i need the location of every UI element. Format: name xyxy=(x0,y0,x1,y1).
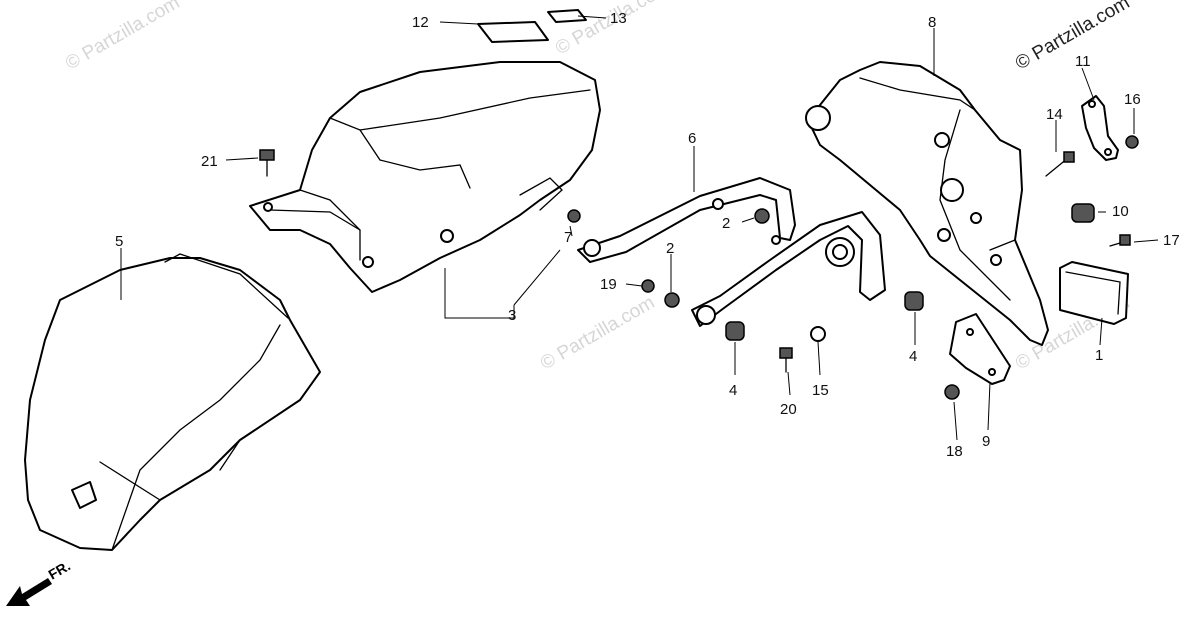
callout-11: 11 xyxy=(1075,53,1091,70)
callout-21: 21 xyxy=(201,153,218,170)
part-18-nut xyxy=(944,384,960,400)
part-8-rear-bracket xyxy=(805,61,1049,346)
callout-3: 3 xyxy=(508,307,516,324)
front-indicator: FR. xyxy=(6,557,73,606)
callout-8: 8 xyxy=(928,14,936,31)
callout-1: 1 xyxy=(1095,347,1103,364)
part-4-grommet xyxy=(725,321,745,341)
watermark: © Partzilla.com xyxy=(552,0,673,59)
callout-7: 7 xyxy=(564,229,572,246)
part-21-bolt xyxy=(259,149,275,161)
watermark: © Partzilla.com xyxy=(62,0,183,74)
part-7-nut xyxy=(567,209,581,223)
part-3-seat-cowl xyxy=(249,61,601,293)
callout-2: 2 xyxy=(722,215,730,232)
part-14-screw xyxy=(1063,151,1075,163)
part-17-screw xyxy=(1119,234,1131,246)
part-10-rubber xyxy=(1071,203,1095,223)
callout-17: 17 xyxy=(1163,232,1180,249)
part-15-washer xyxy=(810,326,826,342)
callout-20: 20 xyxy=(780,401,797,418)
callout-4: 4 xyxy=(909,348,917,365)
callout-19: 19 xyxy=(600,276,617,293)
front-arrow-icon xyxy=(6,578,52,606)
callout-6: 6 xyxy=(688,130,696,147)
callout-14: 14 xyxy=(1046,106,1063,123)
callout-9: 9 xyxy=(982,433,990,450)
callout-15: 15 xyxy=(812,382,829,399)
part-11-bracket xyxy=(1081,95,1119,161)
front-label: FR. xyxy=(46,557,74,582)
part-4-grommet xyxy=(904,291,924,311)
watermark: © Partzilla.com xyxy=(537,292,658,374)
part-16-nut xyxy=(1125,135,1139,149)
part-13-label-plate xyxy=(547,9,587,23)
callout-4: 4 xyxy=(729,382,737,399)
part-12-label-plate xyxy=(477,21,549,43)
part-19-nut xyxy=(641,279,655,293)
callout-16: 16 xyxy=(1124,91,1141,108)
part-2-collar xyxy=(754,208,770,224)
part-1-reflector xyxy=(1059,261,1129,325)
hardware xyxy=(259,135,1139,400)
callout-5: 5 xyxy=(115,233,123,250)
watermark: © Partzilla.com xyxy=(1012,0,1133,74)
part-20-bolt xyxy=(779,347,793,359)
part-2-collar xyxy=(664,292,680,308)
part-9-license-bracket xyxy=(949,313,1011,385)
callout-12: 12 xyxy=(412,14,429,31)
callout-13: 13 xyxy=(610,10,627,27)
part-6-bracket xyxy=(577,177,886,327)
callout-10: 10 xyxy=(1112,203,1129,220)
callout-18: 18 xyxy=(946,443,963,460)
callout-labels: 12 13 3 21 5 6 7 8 2 2 19 4 4 20 15 11 1… xyxy=(115,10,1180,460)
part-5-rear-fender xyxy=(24,253,321,551)
callout-2: 2 xyxy=(666,240,674,257)
leader-lines xyxy=(120,15,1159,441)
